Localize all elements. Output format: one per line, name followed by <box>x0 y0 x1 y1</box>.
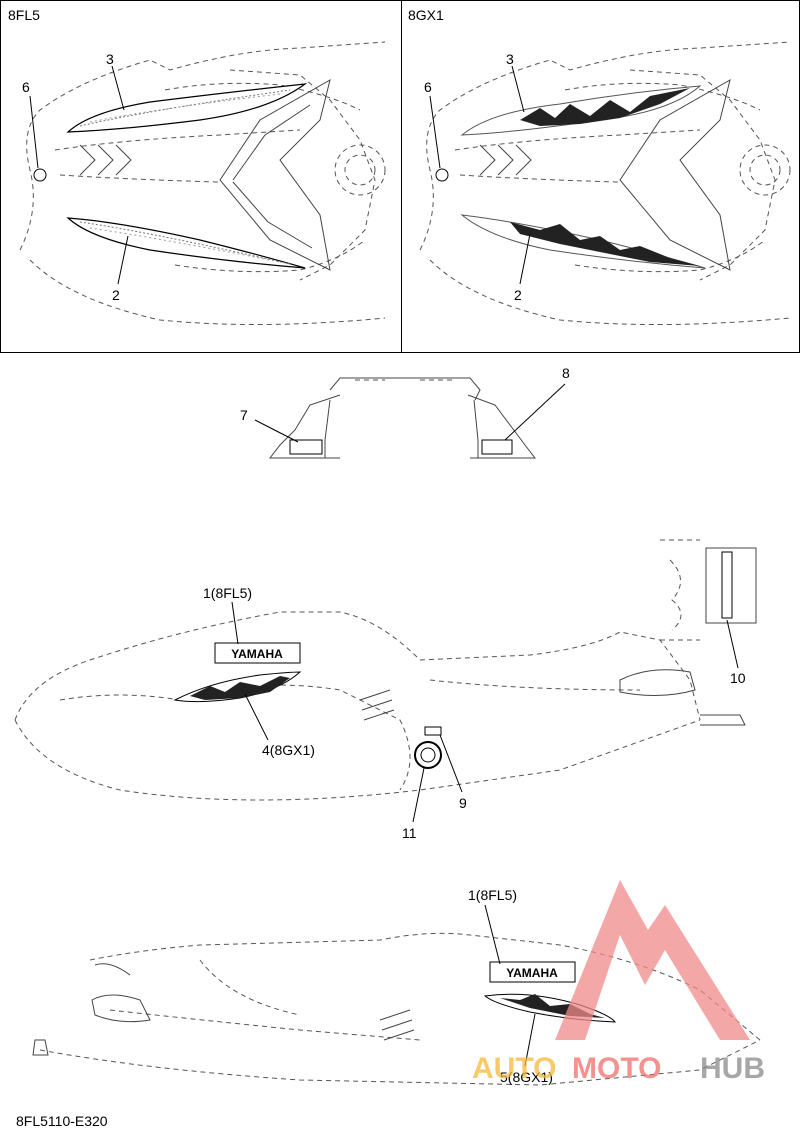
part-6-8gx1 <box>435 168 449 182</box>
decal-1-yamaha-upper <box>214 642 301 664</box>
callout-4: 4(8GX1) <box>262 742 315 758</box>
part-10 <box>721 551 733 619</box>
part-10-panel <box>705 547 757 624</box>
watermark-logo: AUTO MOTO HUB <box>472 880 765 1085</box>
watermark-triangle-icon <box>555 880 750 1040</box>
side-view-left: YAMAHA 1(8FL5) 5(8GX1) <box>32 887 761 1086</box>
callout-11: 11 <box>402 825 417 841</box>
callout-1-upper: 1(8FL5) <box>203 585 252 601</box>
decal-1-text-lower: YAMAHA <box>506 966 558 980</box>
callout-2-8fl5: 2 <box>112 287 120 303</box>
decal-3-8gx1 <box>460 85 702 136</box>
diagram-code: 8FL5110-E320 <box>16 1113 108 1129</box>
rear-view: 7 8 <box>240 365 570 459</box>
panel-8fl5: 8FL5 3 6 2 <box>0 0 402 353</box>
part-9 <box>424 726 442 736</box>
callout-3-8gx1: 3 <box>506 51 514 67</box>
callout-8: 8 <box>562 365 570 381</box>
panel-8gx1: 8GX1 3 6 2 <box>401 0 800 353</box>
callout-5: 5(8GX1) <box>500 1069 553 1085</box>
decal-2-8fl5 <box>66 217 306 269</box>
decal-1-text-upper: YAMAHA <box>231 647 283 661</box>
callout-2-8gx1: 2 <box>514 287 522 303</box>
callout-9: 9 <box>459 795 467 811</box>
watermark-auto: AUTO <box>472 1052 556 1085</box>
callout-1-lower: 1(8FL5) <box>468 887 517 903</box>
callout-6-8gx1: 6 <box>424 79 432 95</box>
callout-3-8fl5: 3 <box>106 51 114 67</box>
part-7 <box>289 439 323 455</box>
side-view-right: YAMAHA 1(8FL5) 4(8GX1) 9 10 11 <box>14 539 757 841</box>
panel-label-8gx1: 8GX1 <box>408 7 444 23</box>
callout-10: 10 <box>730 670 746 686</box>
part-6-8fl5 <box>33 168 47 182</box>
callout-7: 7 <box>240 407 248 423</box>
watermark-moto: MOTO <box>572 1052 661 1085</box>
callout-6-8fl5: 6 <box>22 79 30 95</box>
decal-1-yamaha-lower <box>489 961 576 983</box>
watermark-hub: HUB <box>700 1052 765 1085</box>
part-8 <box>481 439 513 455</box>
decal-3-8fl5 <box>66 83 308 133</box>
panel-label-8fl5: 8FL5 <box>8 7 40 23</box>
